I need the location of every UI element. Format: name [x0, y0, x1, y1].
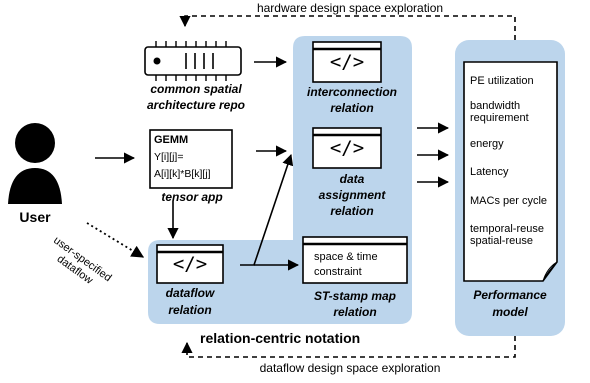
repo-label-line-2: architecture repo: [146, 98, 246, 112]
data-assignment-code-glyph: </>: [329, 137, 365, 159]
interconnection-label-line-2: relation: [330, 101, 374, 115]
metric-reuse: temporal-reuse spatial-reuse: [470, 223, 544, 247]
paper-curl: [542, 261, 558, 282]
metric-spatial-reuse-text: spatial-reuse: [470, 235, 533, 247]
metric-pe-utilization-text: PE utilization: [470, 75, 534, 87]
tensor-app-code-line-2: A[i][k]*B[k][j]: [154, 168, 211, 180]
interconnection-code-box: [312, 41, 382, 83]
st-constraint-line-2: constraint: [314, 266, 362, 278]
interconnection-code-glyph: </>: [329, 51, 365, 73]
data-assignment-label-line-2: assignment: [318, 188, 386, 202]
dataflow-label-line-1: dataflow: [165, 286, 215, 300]
dataflow-label-line-2: relation: [168, 303, 212, 317]
metric-latency: Latency: [470, 166, 509, 178]
data-assignment-code-box: [312, 127, 382, 169]
tensor-app-label: tensor app: [161, 190, 223, 204]
dataflow-code-box: [156, 244, 224, 284]
metric-bandwidth: bandwidth requirement: [470, 100, 529, 124]
st-stamp-label-line-1: ST-stamp map: [313, 289, 397, 303]
st-constraint-box: [302, 236, 408, 284]
metric-pe-utilization: PE utilization: [470, 75, 534, 87]
performance-label-line-1: Performance: [473, 288, 547, 302]
dataflow-dse-arrow: [181, 336, 516, 358]
data-assignment-label-line-1: data: [339, 172, 365, 186]
interconnection-label-line-1: interconnection: [306, 85, 398, 99]
dataflow-code-glyph: </>: [172, 253, 208, 275]
metric-macs-text: MACs per cycle: [470, 195, 548, 207]
metric-macs: MACs per cycle: [470, 195, 547, 207]
metric-energy: energy: [470, 138, 504, 150]
metric-bandwidth-text-2: requirement: [470, 112, 529, 124]
metric-temporal-reuse-text: temporal-reuse: [470, 223, 544, 235]
user-label: User: [19, 209, 51, 225]
relation-centric-notation-label: relation-centric notation: [200, 330, 361, 346]
performance-paper: [463, 61, 558, 282]
architecture-repo-icon: [144, 41, 242, 81]
repo-label-line-1: common spatial: [150, 82, 242, 96]
user-specified-dataflow-arrow: [86, 222, 145, 258]
st-stamp-label-line-2: relation: [333, 305, 377, 319]
dataflow-dse-label: dataflow design space exploration: [256, 362, 444, 374]
st-constraint-line-1: space & time: [314, 251, 378, 263]
user-icon: [8, 123, 62, 204]
hardware-dse-arrow: [179, 15, 516, 40]
tensor-app-code-title: GEMM: [154, 134, 189, 146]
data-assignment-label-line-3: relation: [330, 204, 374, 218]
hardware-dse-label: hardware design space exploration: [253, 2, 447, 14]
metric-latency-text: Latency: [470, 166, 509, 178]
performance-label-line-2: model: [492, 305, 528, 319]
tensor-app-code-line-1: Y[i][j]=: [154, 151, 184, 163]
metric-bandwidth-text-1: bandwidth: [470, 100, 521, 112]
tensor-app-box: [149, 129, 233, 189]
metric-energy-text: energy: [470, 138, 504, 150]
